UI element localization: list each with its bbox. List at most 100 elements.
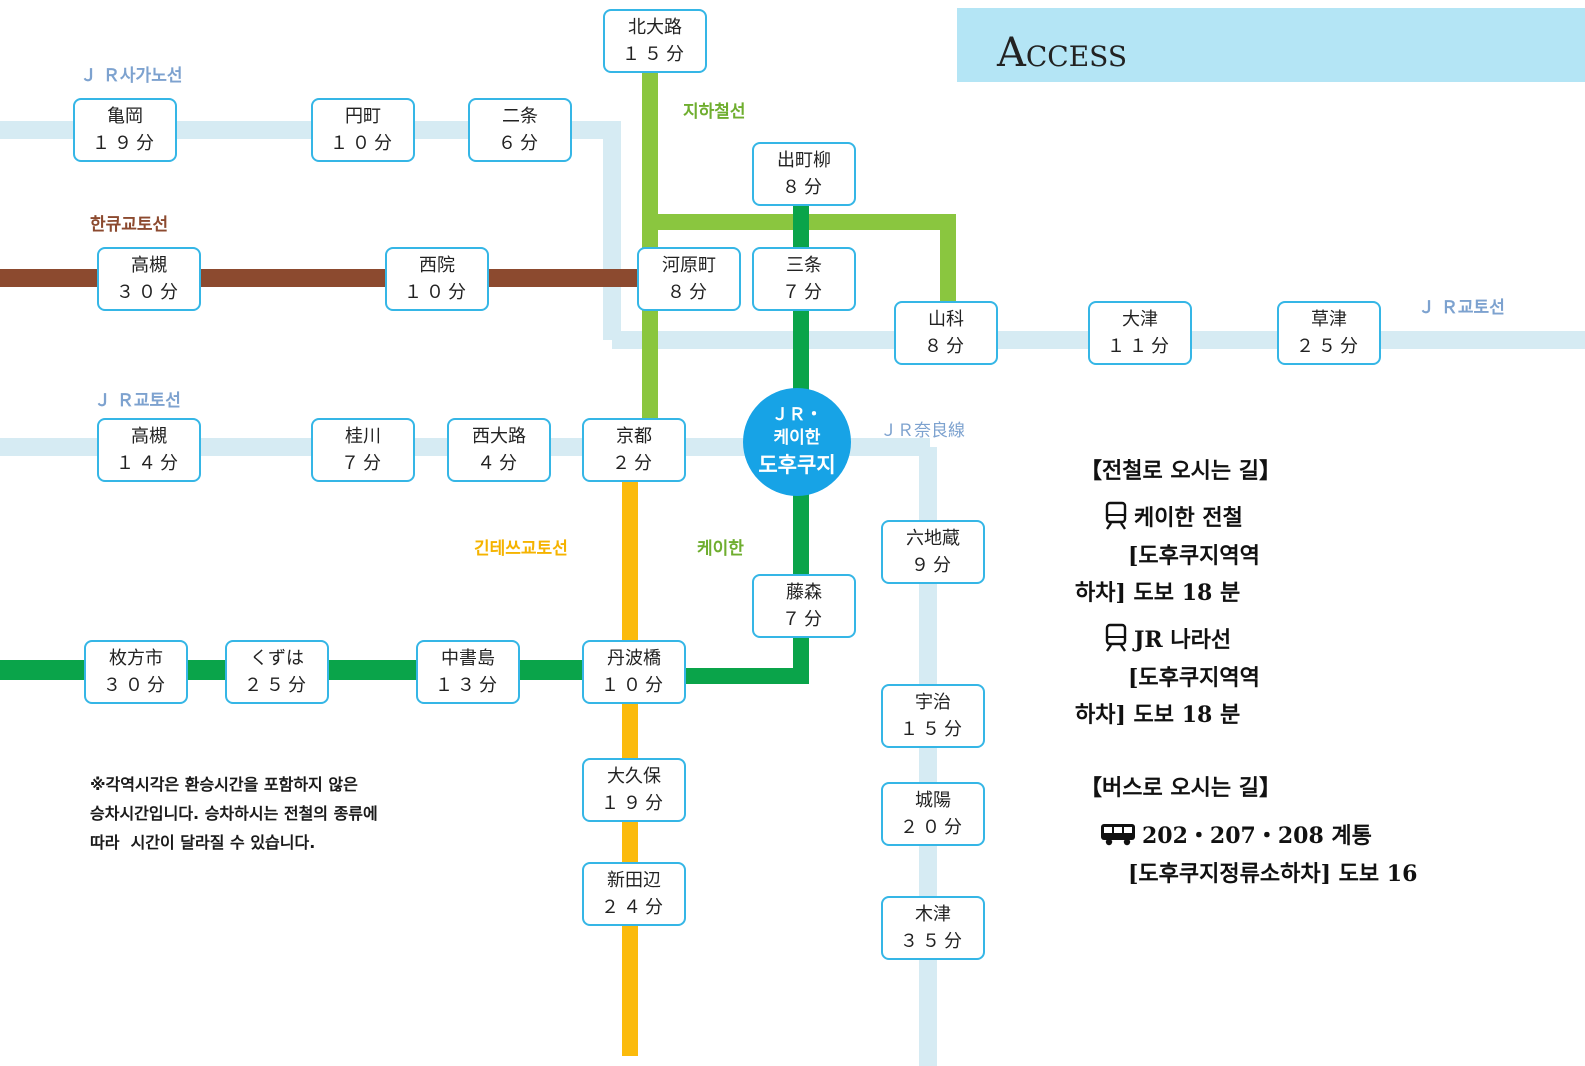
jr-stop: [도후쿠지역역 [1128, 665, 1260, 691]
station-name: 宇治 [915, 692, 951, 713]
station-takatsuki-hankyu: 高槻 ３０分 [97, 247, 201, 311]
station-name: 草津 [1311, 309, 1347, 330]
station-name: 木津 [915, 904, 951, 925]
station-time: ２分 [612, 453, 656, 474]
station-time: ２４分 [601, 897, 667, 918]
station-time: ７分 [782, 282, 826, 303]
station-time: ７分 [782, 609, 826, 630]
hub-line1: ＪＲ・ [771, 405, 823, 425]
station-name: 六地蔵 [906, 528, 960, 549]
station-kameoka: 亀岡 １９分 [73, 98, 177, 162]
station-time: １９分 [601, 793, 667, 814]
station-name: 藤森 [786, 582, 822, 603]
station-nishioji: 西大路 ４分 [447, 418, 551, 482]
bus-routes-text: 202・207・208 계통 [1142, 823, 1372, 849]
station-katsuragawa: 桂川 ７分 [311, 418, 415, 482]
station-shintanabe: 新田辺 ２４分 [582, 862, 686, 926]
station-name: 亀岡 [107, 106, 143, 127]
station-name: 河原町 [662, 255, 716, 276]
station-takatsuki-jr: 高槻 １４分 [97, 418, 201, 482]
station-name: 高槻 [131, 255, 167, 276]
station-time: １４分 [116, 453, 182, 474]
station-time: ８分 [924, 336, 968, 357]
station-name: くずは [250, 648, 304, 669]
keihan-walk: 하차] 도보 18 분 [1075, 580, 1241, 606]
station-nijo: 二条 ６分 [468, 98, 572, 162]
access-title: Access [997, 30, 1128, 76]
kintetsu-label: 긴테쓰교토선 [474, 539, 568, 559]
station-fujinomori: 藤森 ７分 [752, 574, 856, 638]
note-line2: 승차시간입니다. 승차하시는 전철의 종류에 [90, 804, 378, 823]
station-time: ９分 [911, 555, 955, 576]
station-yamashina: 山科 ８分 [894, 301, 998, 365]
keihan-line [640, 205, 809, 684]
station-time: ７分 [341, 453, 385, 474]
hub-line2: 케이한 [773, 428, 821, 448]
station-time: １０分 [330, 133, 396, 154]
station-name: 大久保 [607, 766, 661, 787]
station-time: １９分 [92, 133, 158, 154]
hankyu-label: 한큐교토선 [90, 215, 169, 235]
jr-walk: 하차] 도보 18 분 [1075, 702, 1241, 728]
station-name: 円町 [345, 106, 381, 127]
station-sanjo: 三条 ７分 [752, 247, 856, 311]
station-time: ３０分 [116, 282, 182, 303]
station-time: ３５分 [900, 931, 966, 952]
station-time: ６分 [498, 133, 542, 154]
station-time: １０分 [404, 282, 470, 303]
train-icon [1104, 623, 1128, 659]
station-name: 山科 [928, 309, 964, 330]
station-time: ４分 [477, 453, 521, 474]
train-icon [1104, 501, 1128, 537]
station-time: １０分 [601, 675, 667, 696]
note-line3: 따라 시간이 달라질 수 있습니다. [90, 833, 316, 852]
bus-heading: 【버스로 오시는 길】 [1080, 775, 1281, 801]
jr-kyoto-east-label: Ｊ Ｒ교토선 [1418, 298, 1505, 318]
station-name: 城陽 [915, 790, 951, 811]
station-time: １１分 [1107, 336, 1173, 357]
access-header: Access [957, 8, 1585, 82]
station-name: 高槻 [131, 426, 167, 447]
tofukuji-hub: ＪＲ・ 케이한 도후쿠지 [743, 388, 851, 496]
station-saiin: 西院 １０分 [385, 247, 489, 311]
station-name: 西院 [419, 255, 455, 276]
note-line1: ※각역시각은 환승시간을 포함하지 않은 [90, 775, 358, 794]
station-time: ８分 [782, 177, 826, 198]
station-name: 二条 [502, 106, 538, 127]
station-name: 西大路 [472, 426, 526, 447]
station-demachiyanagi: 出町柳 ８分 [752, 142, 856, 206]
station-name: 新田辺 [607, 870, 661, 891]
station-name: 三条 [786, 255, 822, 276]
subway-label: 지하철선 [683, 102, 746, 122]
station-kyoto: 京都 ２分 [582, 418, 686, 482]
station-time: ８分 [667, 282, 711, 303]
station-name: 枚方市 [109, 648, 163, 669]
jr-line-text: JR 나라선 [1134, 627, 1232, 653]
station-enmachi: 円町 １０分 [311, 98, 415, 162]
station-time: １３分 [435, 675, 501, 696]
station-rokujizo: 六地蔵 ９分 [881, 520, 985, 584]
station-name: 北大路 [628, 17, 682, 38]
jr-sagano-label: Ｊ Ｒ사가노선 [80, 66, 183, 86]
station-uji: 宇治 １５分 [881, 684, 985, 748]
station-time: １５分 [622, 44, 688, 65]
station-kizu: 木津 ３５分 [881, 896, 985, 960]
travel-time-note: ※각역시각은 환승시간을 포함하지 않은 승차시간입니다. 승차하시는 전철의 … [90, 770, 530, 857]
keihan-line-row: 케이한 전철 [1104, 500, 1243, 537]
station-name: 桂川 [345, 426, 381, 447]
keihan-label: 케이한 [697, 539, 744, 559]
station-okubo: 大久保 １９分 [582, 758, 686, 822]
station-time: ２５分 [244, 675, 310, 696]
keihan-line-text: 케이한 전철 [1134, 505, 1243, 531]
station-name: 出町柳 [777, 150, 831, 171]
station-kitaoji: 北大路 １５分 [603, 9, 707, 73]
station-kawaramachi: 河原町 ８分 [637, 247, 741, 311]
station-name: 京都 [616, 426, 652, 447]
station-time: １５分 [900, 719, 966, 740]
